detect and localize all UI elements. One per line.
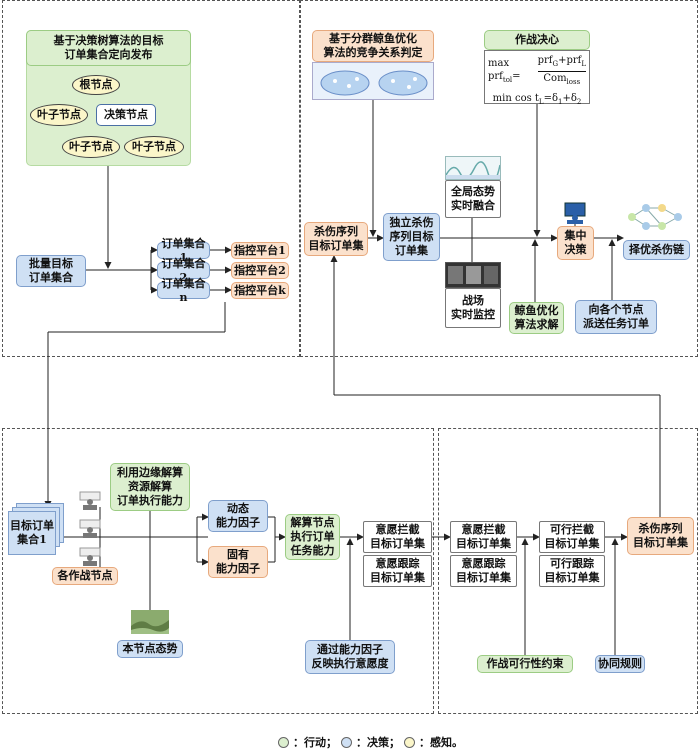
formula-num-plus: +prf [558, 55, 582, 66]
operator-icon-2 [78, 518, 102, 538]
order-set-2: 订单集合2 [157, 257, 210, 284]
formula-num: prf [537, 55, 553, 66]
formula-den: Com [543, 73, 567, 84]
formula-num-sub2: L [581, 60, 586, 68]
kill-sequence-orders-bottom: 杀伤序列 目标订单集 [627, 517, 694, 555]
independent-kill-sequence: 独立杀伤 序列目标 订单集 [383, 213, 440, 261]
capability-reflects-intent: 通过能力因子 反映执行意愿度 [305, 640, 395, 674]
combat-nodes: 各作战节点 [52, 567, 118, 585]
formula-min-s2: 2 [576, 98, 582, 106]
dispatch-orders: 向各个节点 派送任务订单 [575, 300, 657, 334]
feasible-intercept-orders: 可行拦截 目标订单集 [539, 521, 605, 553]
dynamic-capability-factor: 动态 能力因子 [208, 500, 268, 532]
coordination-rules: 协同规则 [595, 655, 645, 673]
central-decision: 集中 决策 [557, 226, 594, 260]
leaf-node-2: 叶子节点 [62, 136, 120, 158]
formula-min-text: min cos t [492, 93, 539, 104]
global-situation-image [445, 156, 501, 180]
formula-min-rest: =δ [543, 93, 558, 104]
waveform-icon [446, 161, 500, 179]
operator-icon-3 [78, 546, 102, 566]
legend-action-swatch [278, 736, 289, 748]
legend-action: ：行动； [293, 736, 337, 749]
legend-perception: ：感知。 [419, 736, 463, 749]
inherent-capability-factor: 固有 能力因子 [208, 546, 268, 578]
terrain-image [131, 610, 169, 634]
batch-target-orders: 批量目标 订单集合 [16, 255, 86, 287]
region-top-right [300, 0, 698, 357]
intent-track-orders-left: 意愿跟踪 目标订单集 [363, 555, 432, 587]
order-set-1: 订单集合1 [157, 237, 210, 264]
battlefield-monitor-image [445, 262, 501, 288]
commander-icon [563, 202, 587, 224]
solve-node-capability: 解算节点 执行订单 任务能力 [285, 514, 340, 560]
platform-k: 指控平台k [231, 282, 289, 299]
kill-sequence-orders-top: 杀伤序列 目标订单集 [304, 222, 368, 256]
whale-grouping-title: 基于分群鲸鱼优化 算法的竞争关系判定 [312, 30, 434, 62]
intent-intercept-orders-left: 意愿拦截 目标订单集 [363, 521, 432, 553]
leaf-node-3: 叶子节点 [124, 136, 184, 158]
root-node: 根节点 [72, 75, 120, 95]
optimal-kill-chain: 择优杀伤链 [623, 240, 690, 260]
feasibility-constraint: 作战可行性约束 [477, 655, 573, 673]
region-top-left [2, 0, 300, 357]
whale-solver: 鲸鱼优化 算法求解 [509, 302, 564, 334]
formula-min: min cos tL=δ1+δ2 [488, 92, 586, 109]
region-bottom-right [438, 428, 698, 714]
legend-decision: ：决策； [356, 736, 400, 749]
platform-2: 指控平台2 [231, 262, 289, 279]
feasible-track-orders: 可行跟踪 目标订单集 [539, 555, 605, 587]
edge-computing: 利用边缘解算 资源解算 订单执行能力 [110, 463, 190, 511]
intent-intercept-orders-right: 意愿拦截 目标订单集 [450, 521, 517, 553]
order-set-n: 订单集合n [157, 277, 210, 304]
formula-fraction: prfG+prfL Comloss [537, 54, 586, 89]
formula-max-sub: tol [502, 75, 513, 84]
formula-min-plus: +δ [562, 93, 577, 104]
operator-icon-1 [78, 490, 102, 510]
kill-chain-network-icon [624, 200, 690, 234]
formula-max-text: max prf [488, 57, 510, 82]
order-set-n-label: 订单集合n [161, 276, 206, 304]
battlefield-monitoring: 战场 实时监控 [445, 288, 501, 328]
global-situation-fusion: 全局态势 实时融合 [445, 180, 501, 218]
decision-tree-title: 基于决策树算法的目标 订单集合定向发布 [26, 30, 191, 66]
legend-decision-swatch [341, 736, 352, 748]
formula-den-sub: loss [566, 78, 581, 86]
whale-grouping-image [312, 62, 434, 100]
region-bottom-left [2, 428, 434, 714]
intent-track-orders-right: 意愿跟踪 目标订单集 [450, 555, 517, 587]
monitor-screens-icon [448, 266, 498, 284]
clusters-icon [320, 70, 428, 96]
objective-formula: max prftol= prfG+prfL Comloss min cos tL… [484, 50, 590, 106]
battle-decision-title: 作战决心 [484, 30, 590, 50]
platform-1: 指控平台1 [231, 242, 289, 259]
formula-min-sub: L [538, 98, 544, 106]
formula-num-sub1: G [552, 60, 559, 68]
target-order-set-1: 目标订单 集合1 [8, 511, 56, 555]
formula-max: max prftol= [488, 57, 521, 84]
decision-node: 决策节点 [96, 104, 156, 126]
formula-min-s1: 1 [557, 98, 563, 106]
leaf-node-1: 叶子节点 [30, 104, 88, 126]
local-situation: 本节点态势 [117, 640, 183, 658]
legend-perception-swatch [404, 736, 415, 748]
legend: ：行动； ：决策； ：感知。 [278, 734, 463, 750]
